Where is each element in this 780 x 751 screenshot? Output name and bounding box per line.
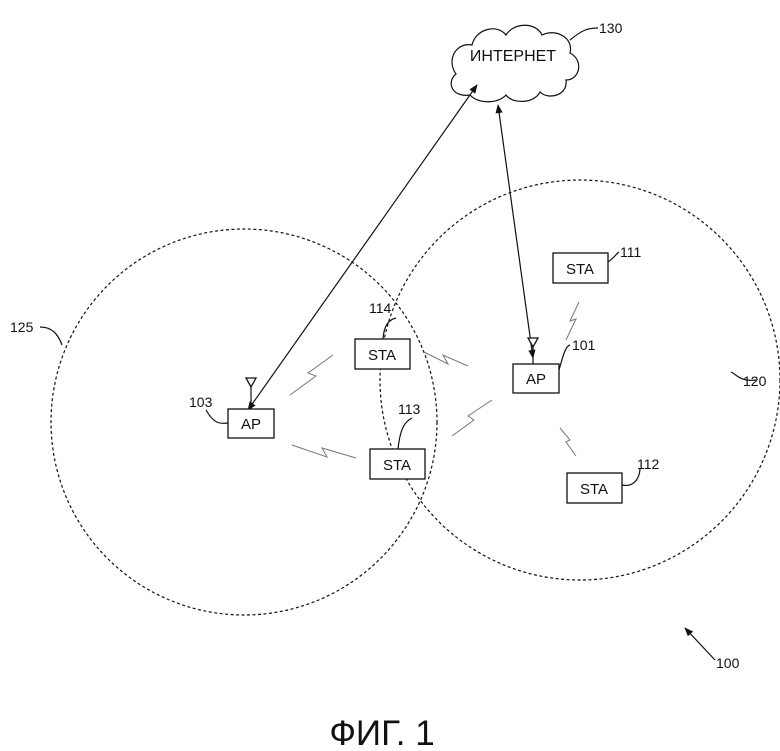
- ref-113: 113: [398, 401, 421, 417]
- ref-125: 125: [10, 319, 34, 335]
- station-label: STA: [383, 457, 411, 474]
- access-point-101: AP: [513, 338, 559, 393]
- ref-111: 111: [620, 244, 641, 260]
- wireless-signal-113: [452, 400, 492, 436]
- figure-caption: ФИГ. 1: [329, 714, 434, 751]
- station-label: STA: [566, 261, 594, 278]
- coverage-area-120: [380, 180, 780, 580]
- leader-line-113: [398, 418, 412, 449]
- wireless-signal-114: [424, 352, 468, 366]
- ref-130: 130: [599, 20, 623, 36]
- ref-114: 114: [369, 300, 392, 316]
- wireless-signal-111: [566, 302, 579, 340]
- wireless-signal-112: [560, 428, 576, 456]
- station-111: STA: [553, 253, 608, 283]
- ref-112: 112: [637, 456, 660, 472]
- station-112: STA: [567, 473, 622, 503]
- ref-101: 101: [572, 337, 596, 353]
- ap-label: AP: [241, 416, 261, 433]
- leader-line-103: [206, 410, 228, 423]
- station-113: STA: [370, 449, 425, 479]
- wireless-signal-103-up: [290, 355, 333, 395]
- leader-line-101: [559, 345, 570, 370]
- leader-line-125: [40, 327, 62, 345]
- link-ap101-internet: [498, 105, 533, 358]
- access-point-103: AP: [228, 378, 274, 438]
- ref-120: 120: [743, 373, 767, 389]
- wireless-signal-103-down: [292, 445, 356, 458]
- station-label: STA: [580, 481, 608, 498]
- internet-label: ИНТЕРНЕТ: [470, 48, 556, 65]
- station-label: STA: [368, 347, 396, 364]
- antenna-icon: [528, 338, 538, 347]
- station-114: STA: [355, 339, 410, 369]
- ap-label: AP: [526, 371, 546, 388]
- leader-line-111: [608, 252, 619, 262]
- ref-100: 100: [716, 655, 740, 671]
- ref-103: 103: [189, 394, 213, 410]
- antenna-icon: [246, 378, 256, 387]
- leader-line-130: [570, 28, 598, 40]
- internet-cloud: ИНТЕРНЕТ: [451, 25, 579, 102]
- pointer-arrow-100: [685, 628, 715, 660]
